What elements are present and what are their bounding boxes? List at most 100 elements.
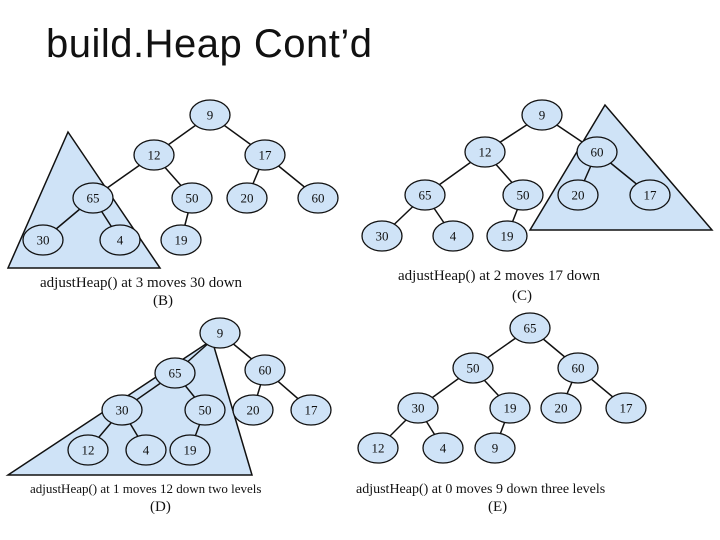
heap-node-value: 17 — [305, 403, 319, 418]
heap-node-value: 17 — [644, 188, 658, 203]
heap-node-value: 20 — [241, 191, 254, 206]
heap-node-value: 19 — [175, 233, 188, 248]
heap-node-value: 50 — [517, 188, 530, 203]
label-b: (B) — [153, 293, 173, 309]
heap-node-circle — [521, 99, 563, 131]
heap-node: 19 — [489, 392, 531, 424]
label-c: (C) — [512, 288, 532, 304]
heap-node: 60 — [576, 136, 618, 168]
heap-node-circle — [226, 182, 268, 214]
heap-node-circle — [169, 434, 211, 466]
heap-node: 65 — [72, 182, 114, 214]
heap-node: 12 — [67, 434, 109, 466]
heap-node-circle — [489, 392, 531, 424]
heap-node-circle — [557, 352, 599, 384]
heap-node-circle — [540, 392, 582, 424]
heap-node-circle — [357, 432, 399, 464]
heap-node: 9 — [199, 317, 241, 349]
heap-node: 4 — [432, 220, 474, 252]
heap-node: 30 — [101, 394, 143, 426]
caption-c: adjustHeap() at 2 moves 17 down — [398, 268, 601, 284]
heap-node-value: 60 — [312, 191, 325, 206]
heap-node: 50 — [502, 179, 544, 211]
heap-node: 20 — [226, 182, 268, 214]
heap-node: 20 — [557, 179, 599, 211]
heap-node-value: 20 — [555, 401, 568, 416]
heap-node-circle — [101, 394, 143, 426]
heap-node: 19 — [486, 220, 528, 252]
heap-node-circle — [297, 182, 339, 214]
heap-node: 19 — [169, 434, 211, 466]
heap-node: 12 — [133, 139, 175, 171]
heap-node: 4 — [99, 224, 141, 256]
heap-node-circle — [184, 394, 226, 426]
heap-node: 17 — [244, 139, 286, 171]
heap-node-circle — [22, 224, 64, 256]
heap-node: 30 — [22, 224, 64, 256]
heap-node-circle — [605, 392, 647, 424]
heap-node-value: 50 — [199, 403, 212, 418]
heap-node-value: 65 — [419, 188, 432, 203]
heap-node-value: 65 — [169, 366, 182, 381]
heap-node-value: 60 — [591, 145, 604, 160]
heap-node: 30 — [397, 392, 439, 424]
heap-node-value: 30 — [412, 401, 425, 416]
heap-node-value: 4 — [143, 443, 150, 458]
heap-node: 12 — [464, 136, 506, 168]
heap-node: 17 — [290, 394, 332, 426]
heap-node-value: 12 — [372, 441, 385, 456]
heap-node-circle — [67, 434, 109, 466]
heap-node: 50 — [184, 394, 226, 426]
caption-e: adjustHeap() at 0 moves 9 down three lev… — [356, 482, 605, 497]
heap-node: 20 — [232, 394, 274, 426]
heap-tree-b: 9 12 17 65 50 20 60 30 4 19 — [22, 99, 339, 256]
heap-node-value: 19 — [504, 401, 517, 416]
heap-node-circle — [509, 312, 551, 344]
heap-node: 50 — [452, 352, 494, 384]
heap-node-circle — [189, 99, 231, 131]
slide-title: build.Heap Cont’d — [46, 22, 373, 66]
heap-node-value: 20 — [247, 403, 260, 418]
heap-node: 19 — [160, 224, 202, 256]
heap-node-value: 4 — [450, 229, 457, 244]
heap-node: 65 — [509, 312, 551, 344]
heap-node: 60 — [244, 354, 286, 386]
heap-node: 60 — [557, 352, 599, 384]
heap-node-value: 9 — [217, 326, 224, 341]
heap-node-circle — [133, 139, 175, 171]
heap-node-value: 12 — [148, 148, 161, 163]
heap-node: 50 — [171, 182, 213, 214]
heap-node-circle — [361, 220, 403, 252]
label-d: (D) — [150, 499, 171, 515]
heap-node-circle — [452, 352, 494, 384]
heap-node-circle — [171, 182, 213, 214]
heap-node: 9 — [474, 432, 516, 464]
heap-node-circle — [474, 432, 516, 464]
heap-node-value: 60 — [572, 361, 585, 376]
heap-node-value: 65 — [524, 321, 537, 336]
heap-node-circle — [502, 179, 544, 211]
heap-node-value: 50 — [186, 191, 199, 206]
heap-node-value: 20 — [572, 188, 585, 203]
heap-node-value: 9 — [207, 108, 214, 123]
heap-node-circle — [576, 136, 618, 168]
heap-node-value: 19 — [184, 443, 197, 458]
heap-node: 9 — [189, 99, 231, 131]
heap-node: 30 — [361, 220, 403, 252]
heap-node-circle — [199, 317, 241, 349]
heap-node-circle — [290, 394, 332, 426]
heap-node-circle — [404, 179, 446, 211]
heap-node-value: 50 — [467, 361, 480, 376]
heap-node-value: 4 — [117, 233, 124, 248]
heap-node: 20 — [540, 392, 582, 424]
heap-node-circle — [486, 220, 528, 252]
heap-node: 12 — [357, 432, 399, 464]
heap-node: 9 — [521, 99, 563, 131]
heap-node-value: 17 — [259, 148, 273, 163]
heap-node-circle — [244, 354, 286, 386]
heap-node-circle — [125, 434, 167, 466]
heap-node-value: 12 — [82, 443, 95, 458]
heap-node-value: 19 — [501, 229, 514, 244]
